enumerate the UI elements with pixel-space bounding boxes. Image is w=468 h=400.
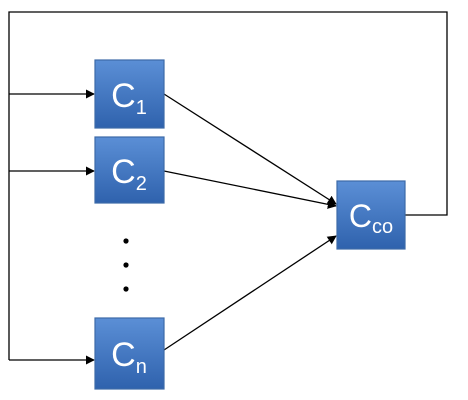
node-c1: C1 (94, 59, 165, 129)
node-cn: Cn (94, 317, 165, 390)
node-cco: Cco (336, 180, 406, 250)
node-cco-label: C (349, 198, 372, 234)
svg-text:Cco: Cco (349, 198, 393, 238)
ellipsis-dot (123, 238, 129, 244)
node-c2-subscript: 2 (136, 173, 147, 195)
ellipsis-dot (123, 262, 129, 268)
arrow-c1-to-cco (163, 93, 337, 205)
node-c2: C2 (94, 136, 165, 204)
node-cn-subscript: n (136, 356, 147, 378)
node-cco-subscript: co (372, 216, 393, 238)
node-c1-subscript: 1 (136, 97, 147, 119)
arrow-c2-to-cco (163, 170, 337, 209)
svg-text:Cn: Cn (111, 336, 147, 378)
vertical-ellipsis (123, 238, 129, 292)
svg-text:C2: C2 (111, 153, 147, 195)
arrow-cn-to-cco (163, 235, 337, 351)
feedback-loop-line (8, 11, 448, 360)
node-cn-label: C (111, 336, 136, 374)
node-c2-label: C (111, 153, 136, 191)
node-c1-label: C (111, 77, 136, 115)
svg-text:C1: C1 (111, 77, 147, 119)
ellipsis-dot (123, 286, 129, 292)
